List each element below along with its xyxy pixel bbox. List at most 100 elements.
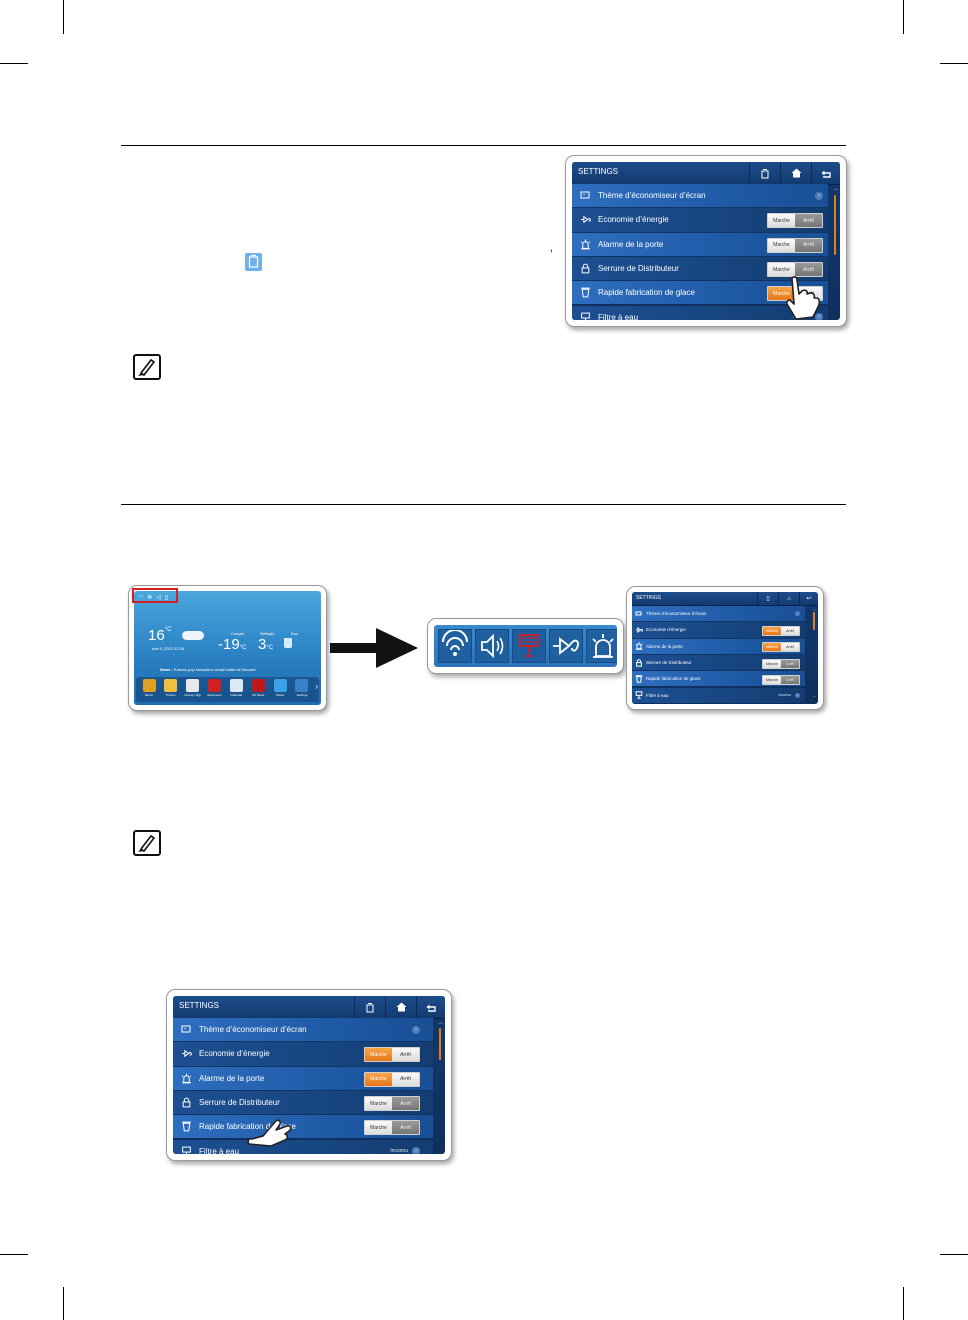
toggle-off-option[interactable]: Arrêt xyxy=(392,1048,419,1062)
settings-row[interactable]: Thème d’économiseur d’écran› xyxy=(572,184,828,208)
scrollbar[interactable] xyxy=(439,1028,441,1060)
ice-maker-icon xyxy=(173,1121,199,1132)
home-icon[interactable]: ⌂ xyxy=(778,592,799,605)
toggle-on-option[interactable]: Marche xyxy=(763,675,781,684)
toggle-off-option[interactable]: Arrêt xyxy=(795,214,822,228)
speaker-icon[interactable] xyxy=(475,629,509,663)
toggle-on-option[interactable]: Marche xyxy=(365,1121,392,1135)
toggle-off-option[interactable]: Arrêt xyxy=(795,263,822,277)
chevron-right-icon[interactable]: › xyxy=(795,692,800,698)
toggle-on-option[interactable]: Marche xyxy=(763,643,781,652)
chevron-right-icon[interactable]: › xyxy=(795,611,800,617)
scrollbar[interactable] xyxy=(834,195,836,255)
chevron-right-icon[interactable]: › xyxy=(815,313,823,320)
home-icon[interactable] xyxy=(780,162,811,184)
settings-row[interactable]: Thème d’économiseur d’écran› xyxy=(632,606,805,622)
toggle-off-option[interactable]: Arrêt xyxy=(795,238,822,252)
toggle-on-option[interactable]: Marche xyxy=(365,1048,392,1062)
wifi-icon[interactable] xyxy=(438,629,472,663)
toggle-off-option[interactable]: Arrêt xyxy=(392,1097,419,1111)
app-icon-tile xyxy=(164,679,178,692)
note-icon xyxy=(133,354,161,380)
scrollbar[interactable] xyxy=(813,612,815,630)
toggle-on-option[interactable]: Marche xyxy=(768,263,795,277)
fridge-temp[interactable]: 3°C xyxy=(258,636,274,653)
scroll-down-icon[interactable]: ﹀ xyxy=(812,696,817,701)
back-icon[interactable] xyxy=(416,996,445,1018)
toggle-off-option[interactable]: Arrêt xyxy=(781,675,799,684)
home-icon[interactable] xyxy=(385,996,416,1018)
app-icon[interactable]: AP News xyxy=(249,679,267,700)
app-icon[interactable]: Mémo xyxy=(140,679,158,700)
app-icon[interactable]: Calendar xyxy=(227,679,245,700)
alarm-icon: ▯ xyxy=(164,595,169,601)
fridge-label: Réfrigér. xyxy=(260,631,276,636)
settings-header: SETTINGS xyxy=(173,996,445,1019)
scroll-up-icon[interactable]: ︿ xyxy=(437,1020,443,1026)
toggle-on-option[interactable]: Marche xyxy=(763,626,781,635)
dispenser-icon[interactable] xyxy=(749,162,780,184)
water-cup-icon[interactable] xyxy=(284,638,292,648)
chevron-right-icon[interactable]: › xyxy=(412,1025,420,1034)
toggle-on-option[interactable]: Marche xyxy=(365,1097,392,1111)
back-icon[interactable]: ↩ xyxy=(799,592,818,605)
toggle-off-option[interactable]: Arrêt xyxy=(781,626,799,635)
toggle-on-option[interactable]: Marche xyxy=(768,287,795,301)
hand-pointer-icon xyxy=(247,1119,292,1147)
settings-row-label: Economie d’énergie xyxy=(598,215,669,225)
water-filter-icon[interactable] xyxy=(512,629,546,663)
ice-maker-icon xyxy=(572,287,598,298)
dispenser-icon[interactable]: ▯ xyxy=(757,592,778,605)
app-icon[interactable]: Settings xyxy=(293,679,311,700)
toggle-off-option[interactable]: Arrêt xyxy=(781,643,799,652)
news-ticker[interactable]: News : Korean pop sensation create balle… xyxy=(160,667,256,672)
scroll-up-icon[interactable]: ︿ xyxy=(832,186,838,192)
door-alarm-icon[interactable] xyxy=(586,629,617,663)
scroll-up-icon[interactable]: ︿ xyxy=(812,607,817,611)
toggle-off-option[interactable]: Arrêt xyxy=(392,1072,419,1086)
settings-row[interactable]: Thème d’économiseur d’écran› xyxy=(173,1018,433,1042)
chevron-right-icon[interactable]: › xyxy=(315,682,318,691)
chevron-right-icon[interactable]: › xyxy=(412,1147,420,1154)
toggle-on-option[interactable]: Marche xyxy=(768,214,795,228)
toggle-off-option[interactable]: Arrêt xyxy=(392,1121,419,1135)
dispenser-icon[interactable] xyxy=(354,996,385,1018)
toggle-on-option[interactable]: Marche xyxy=(768,238,795,252)
app-icon[interactable]: Grocery Mgr xyxy=(184,679,202,700)
lock-icon xyxy=(632,658,646,667)
toggle-on-option[interactable]: Marche xyxy=(365,1072,392,1086)
toggle-on-option[interactable]: Marche xyxy=(763,659,781,668)
app-icon[interactable]: Twitter xyxy=(271,679,289,700)
back-icon[interactable] xyxy=(811,162,840,184)
chevron-right-icon[interactable]: › xyxy=(815,191,823,200)
toggle-off-option[interactable]: Arrêt xyxy=(781,659,799,668)
app-icon[interactable]: Photos xyxy=(162,679,180,700)
freezer-temp[interactable]: -19°C xyxy=(218,636,247,653)
energy-saving-icon[interactable] xyxy=(549,629,583,663)
app-icon[interactable]: Epicurious xyxy=(206,679,224,700)
